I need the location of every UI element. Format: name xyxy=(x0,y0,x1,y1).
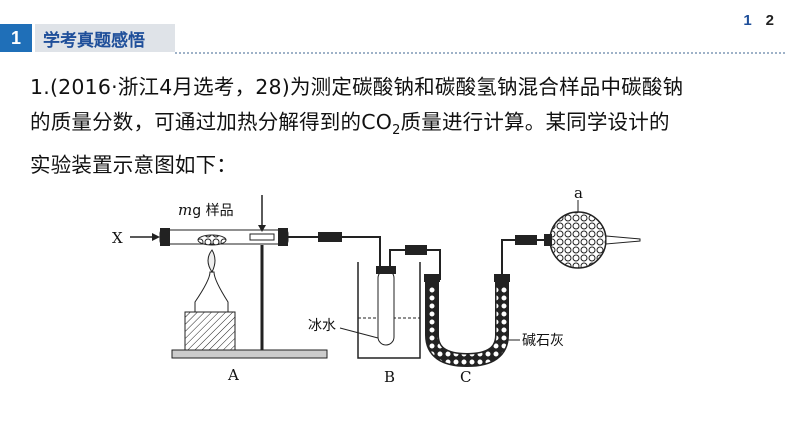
apparatus-diagram: X mg 样品 A 冰水 B 碱石灰 C a xyxy=(112,190,641,386)
question-line-2-start: 的质量分数，可通过加热分解得到的CO xyxy=(30,110,393,134)
soda-lime-fill xyxy=(426,285,508,366)
side-arm xyxy=(249,233,275,241)
stopper-right xyxy=(278,228,288,246)
question-line-1: 1.(2016·浙江4月选考，28)为测定碳酸钠和碳酸氢钠混合样品中碳酸钠 xyxy=(30,75,684,99)
heat-block xyxy=(184,311,236,351)
label-x: X xyxy=(112,229,123,247)
question-line-2: 的质量分数，可通过加热分解得到的CO2质量进行计算。某同学设计的 xyxy=(30,105,770,148)
question-line-3: 实验装置示意图如下： xyxy=(30,153,237,178)
cold-trap-tube xyxy=(377,269,395,346)
header-divider xyxy=(175,52,785,54)
slide-header: 1 学考真题感悟 1 2 xyxy=(0,0,794,60)
apparatus-a: X mg 样品 A xyxy=(112,195,328,384)
arrow-right-icon xyxy=(152,233,160,241)
rubber-joint-1 xyxy=(318,232,342,242)
ice-water-pointer xyxy=(339,327,379,339)
label-c: C xyxy=(460,368,471,386)
rubber-joint-2 xyxy=(405,245,427,255)
page-link-1[interactable]: 1 xyxy=(743,12,752,29)
outlet-nozzle xyxy=(605,235,641,245)
sample-pile xyxy=(197,234,227,246)
stand-base xyxy=(171,349,328,359)
label-soda-lime: 碱石灰 xyxy=(522,333,564,349)
tube-c-to-a xyxy=(501,239,550,274)
label-sample: mg 样品 xyxy=(178,201,234,219)
stopper-left xyxy=(160,228,170,246)
drying-bulb xyxy=(549,211,607,269)
u-tube-outer xyxy=(425,280,509,368)
section-title: 学考真题感悟 xyxy=(35,24,175,52)
apparatus-c: 碱石灰 C xyxy=(424,274,564,386)
rubber-joint-3 xyxy=(515,235,537,245)
u-stopper-right xyxy=(494,274,510,282)
trap-stopper xyxy=(376,266,396,274)
label-ice-water: 冰水 xyxy=(308,318,336,334)
page-link-2[interactable]: 2 xyxy=(765,12,774,29)
label-a: a xyxy=(574,190,583,202)
label-a-upper: A xyxy=(227,366,239,384)
beaker xyxy=(357,262,421,359)
arrow-down-icon xyxy=(258,225,266,232)
drying-tube-a: a xyxy=(544,190,641,269)
label-b: B xyxy=(384,368,395,386)
bulb-stopper xyxy=(544,234,552,246)
u-stopper-left xyxy=(424,274,440,282)
question-text: 1.(2016·浙江4月选考，28)为测定碳酸钠和碳酸氢钠混合样品中碳酸钠 的质… xyxy=(30,70,770,183)
apparatus-b: 冰水 B xyxy=(308,262,421,386)
flame xyxy=(207,249,216,273)
co2-subscript: 2 xyxy=(392,123,401,139)
question-line-2-end: 质量进行计算。某同学设计的 xyxy=(400,110,670,134)
section-number: 1 xyxy=(0,24,32,52)
page-navigator: 1 2 xyxy=(743,12,774,29)
label-sample-m: m xyxy=(178,201,192,219)
label-sample-rest: g 样品 xyxy=(192,203,233,219)
alcohol-lamp xyxy=(194,271,229,313)
